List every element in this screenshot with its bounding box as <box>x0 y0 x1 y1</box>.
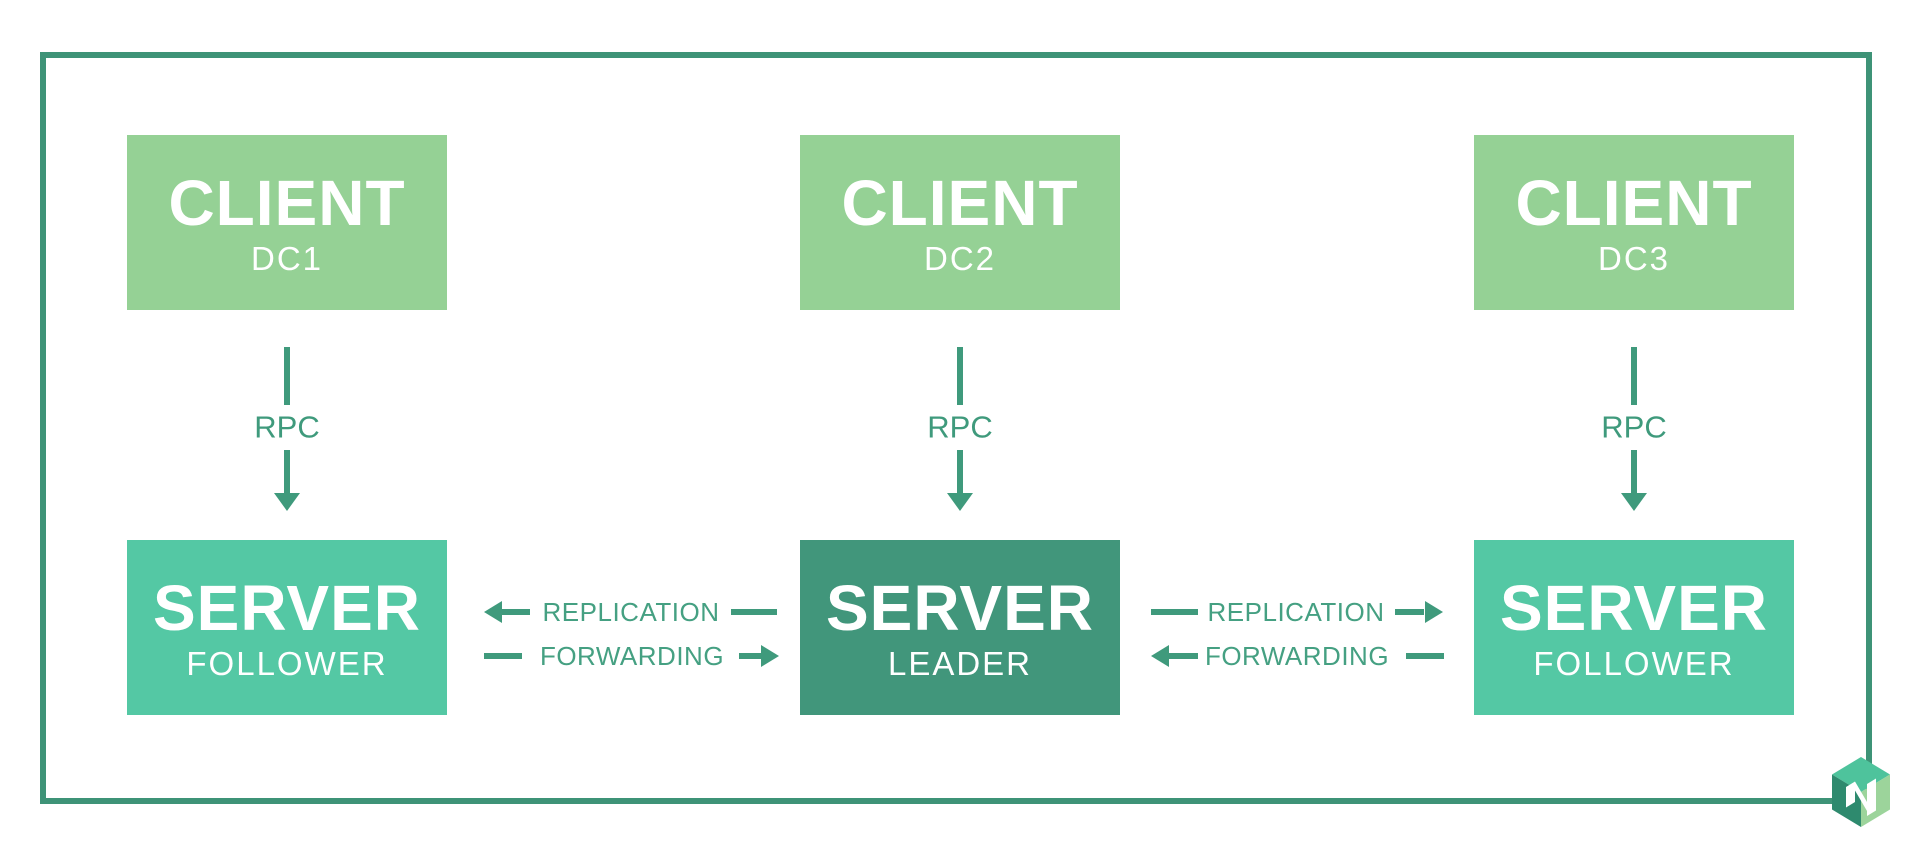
client-title: CLIENT <box>841 166 1079 239</box>
forwarding-label-right: FORWARDING <box>1204 641 1390 671</box>
rpc-label-dc3: RPC <box>1601 409 1667 445</box>
client-box-dc1: CLIENT DC1 <box>127 135 447 310</box>
forwarding-label-left: FORWARDING <box>539 641 725 671</box>
server-box-follower-1: SERVER FOLLOWER <box>127 540 447 715</box>
client-datacenter-label: DC3 <box>1597 239 1671 277</box>
rpc-label-dc1: RPC <box>254 409 320 445</box>
client-title: CLIENT <box>168 166 406 239</box>
server-box-leader: SERVER LEADER <box>800 540 1120 715</box>
server-title: SERVER <box>825 571 1095 644</box>
server-role-label: FOLLOWER <box>1533 644 1735 682</box>
client-box-dc2: CLIENT DC2 <box>800 135 1120 310</box>
client-box-dc3: CLIENT DC3 <box>1474 135 1794 310</box>
client-datacenter-label: DC2 <box>923 239 997 277</box>
nomad-logo-icon <box>1832 757 1890 827</box>
replication-label-left: REPLICATION <box>542 597 720 627</box>
replication-label-right: REPLICATION <box>1207 597 1385 627</box>
client-datacenter-label: DC1 <box>250 239 324 277</box>
nomad-n-glyph <box>1846 778 1876 816</box>
server-role-label: FOLLOWER <box>186 644 388 682</box>
server-title: SERVER <box>152 571 422 644</box>
server-role-label: LEADER <box>887 644 1033 682</box>
diagram-border-frame <box>40 52 1872 804</box>
server-box-follower-2: SERVER FOLLOWER <box>1474 540 1794 715</box>
server-title: SERVER <box>1499 571 1769 644</box>
client-title: CLIENT <box>1515 166 1753 239</box>
rpc-label-dc2: RPC <box>927 409 993 445</box>
